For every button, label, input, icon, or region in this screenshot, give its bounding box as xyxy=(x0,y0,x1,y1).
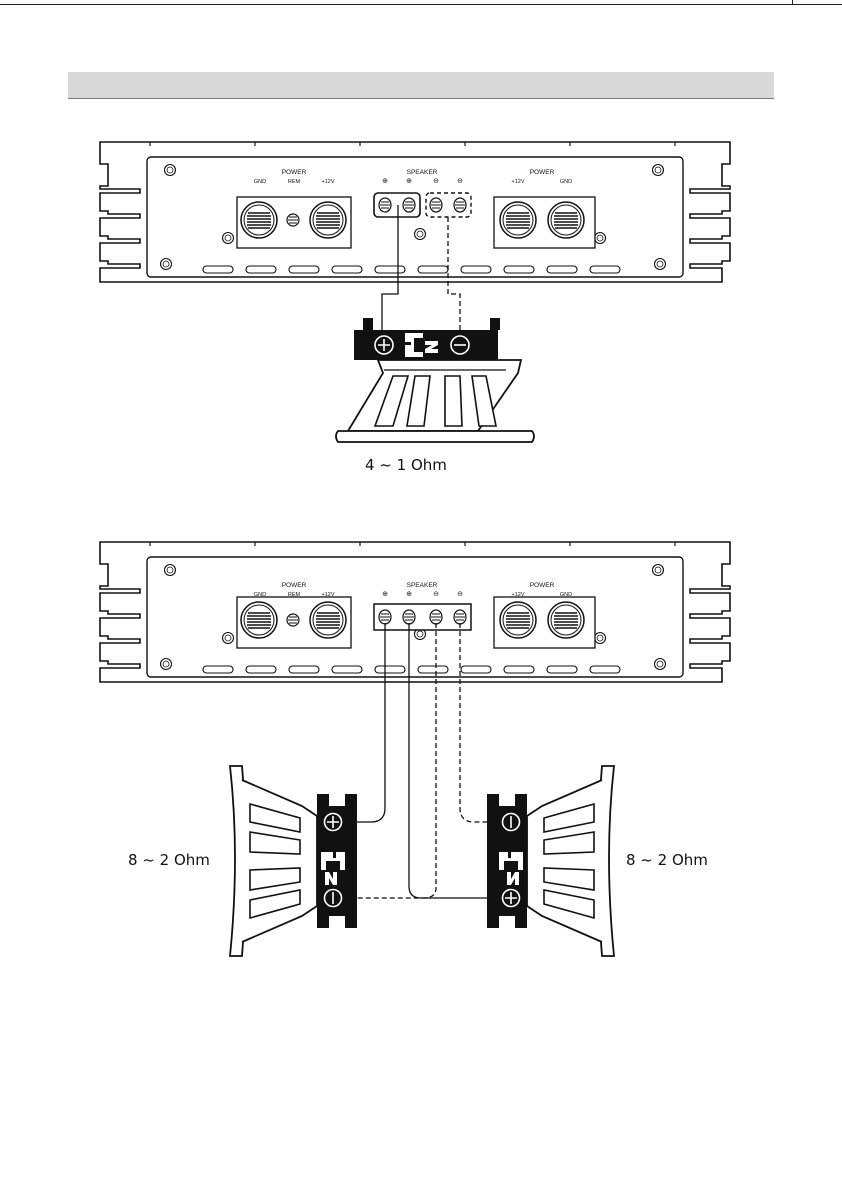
amp1-power-left-label: POWER xyxy=(282,169,307,176)
amp2-minus-symbol-b: ⊖ xyxy=(457,591,463,598)
amp1-gnd-left-label: GND xyxy=(254,179,266,185)
amp1-plus-symbol-a: ⊕ xyxy=(382,178,388,185)
amp1-gnd-right-label: GND xyxy=(560,179,572,185)
speaker-terminal-2-minus-b xyxy=(454,610,466,624)
speaker-1 xyxy=(336,318,534,442)
amp2-gnd-left-label: GND xyxy=(254,592,266,598)
amp2-speaker-label: SPEAKER xyxy=(407,582,438,589)
amp1-rem-label: REM xyxy=(288,179,301,185)
amp2-gnd-right-label: GND xyxy=(560,592,572,598)
amp2-12v-right-label: +12V xyxy=(512,592,525,598)
amp1-12v-left-label: +12V xyxy=(322,179,335,185)
speaker-terminal-1-minus-a xyxy=(430,198,442,212)
impedance-label-1: 4 ~ 1 Ohm xyxy=(365,456,447,474)
amp2-plus-symbol-b: ⊕ xyxy=(406,591,412,598)
amp1-plus-symbol-b: ⊕ xyxy=(406,178,412,185)
amplifier-2 xyxy=(100,542,730,682)
speaker-terminal-1-minus-b xyxy=(454,198,466,212)
impedance-label-2-left: 8 ~ 2 Ohm xyxy=(128,851,210,869)
amp1-power-right-label: POWER xyxy=(530,169,555,176)
speaker-2-right xyxy=(487,766,614,956)
amplifier-1 xyxy=(100,142,730,282)
amp2-power-right-label: POWER xyxy=(530,582,555,589)
amp1-minus-symbol-a: ⊖ xyxy=(433,178,439,185)
speaker-terminal-2-plus-b xyxy=(403,610,415,624)
speaker-terminal-1-plus-b xyxy=(403,198,415,212)
amp2-plus-symbol-a: ⊕ xyxy=(382,591,388,598)
speaker-2-left xyxy=(230,766,357,956)
amp2-power-left-label: POWER xyxy=(282,582,307,589)
impedance-label-2-right: 8 ~ 2 Ohm xyxy=(626,851,708,869)
amp1-minus-symbol-b: ⊖ xyxy=(457,178,463,185)
speaker-terminal-1-plus-a xyxy=(379,198,391,212)
amp1-speaker-label: SPEAKER xyxy=(407,169,438,176)
amp2-rem-label: REM xyxy=(288,592,301,598)
speaker-terminal-2-plus-a xyxy=(379,610,391,624)
amp1-12v-right-label: +12V xyxy=(512,179,525,185)
amp2-12v-left-label: +12V xyxy=(322,592,335,598)
amp2-minus-symbol-a: ⊖ xyxy=(433,591,439,598)
speaker-terminal-2-minus-a xyxy=(430,610,442,624)
